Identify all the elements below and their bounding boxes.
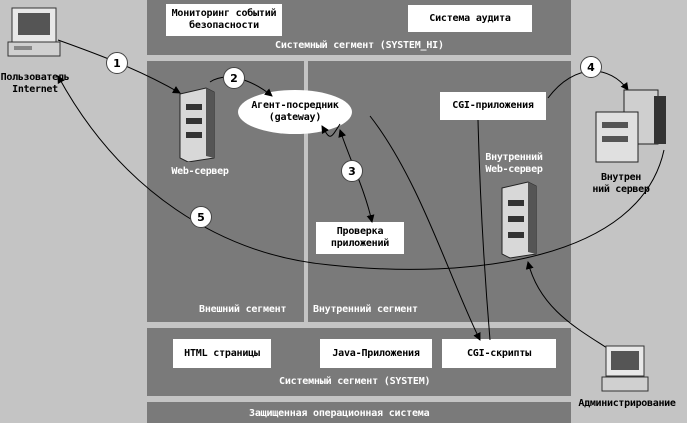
- secure-os-segment-label: Защищенная операционная система: [249, 408, 430, 419]
- internal-web-server-icon: [501, 181, 537, 259]
- connector-admin: [525, 261, 611, 351]
- administration-computer-icon: [601, 345, 649, 392]
- secure-os-segment: Защищенная операционная система: [147, 402, 571, 423]
- internal-server-icon: [595, 89, 666, 163]
- cgi-scripts-box: CGI-скрипты: [442, 339, 556, 368]
- html-pages-box: HTML страницы: [173, 339, 271, 368]
- security-monitoring-box: Мониторинг событий безопасности: [166, 4, 282, 36]
- proxy-agent-node: Агент-посредник (gateway): [238, 90, 352, 134]
- internal-web-server-label: Внутренний Web-сервер: [485, 152, 543, 175]
- app-check-box: Проверка приложений: [316, 222, 404, 254]
- web-server-label: Web-сервер: [171, 166, 229, 177]
- step-badge-2: 2: [223, 67, 245, 89]
- internet-user-label: Пользователь Internet: [0, 72, 70, 95]
- connector-5: [57, 75, 665, 270]
- internet-user-computer-icon: [7, 7, 61, 57]
- java-apps-box: Java-Приложения: [320, 339, 432, 368]
- system-hi-segment-label: Системный сегмент (SYSTEM_HI): [275, 40, 444, 51]
- step-badge-1: 1: [106, 52, 128, 74]
- administration-label: Администрирование: [578, 398, 676, 409]
- internal-segment-label: Внутренний сегмент: [313, 304, 418, 315]
- audit-system-box: Система аудита: [408, 5, 532, 32]
- step-badge-5: 5: [190, 206, 212, 228]
- external-segment-label: Внешний сегмент: [199, 304, 287, 315]
- connector-apps-scripts: [477, 119, 491, 341]
- web-server-icon: [179, 87, 215, 162]
- internal-server-label: Внутрен ний сервер: [592, 172, 650, 195]
- cgi-apps-box: CGI-приложения: [440, 92, 546, 120]
- system-segment-label: Системный сегмент (SYSTEM): [279, 376, 431, 387]
- step-badge-4: 4: [580, 56, 602, 78]
- step-badge-3: 3: [341, 160, 363, 182]
- connector-gateway-scripts: [369, 115, 481, 341]
- connector-gateway-cgi: [321, 123, 341, 137]
